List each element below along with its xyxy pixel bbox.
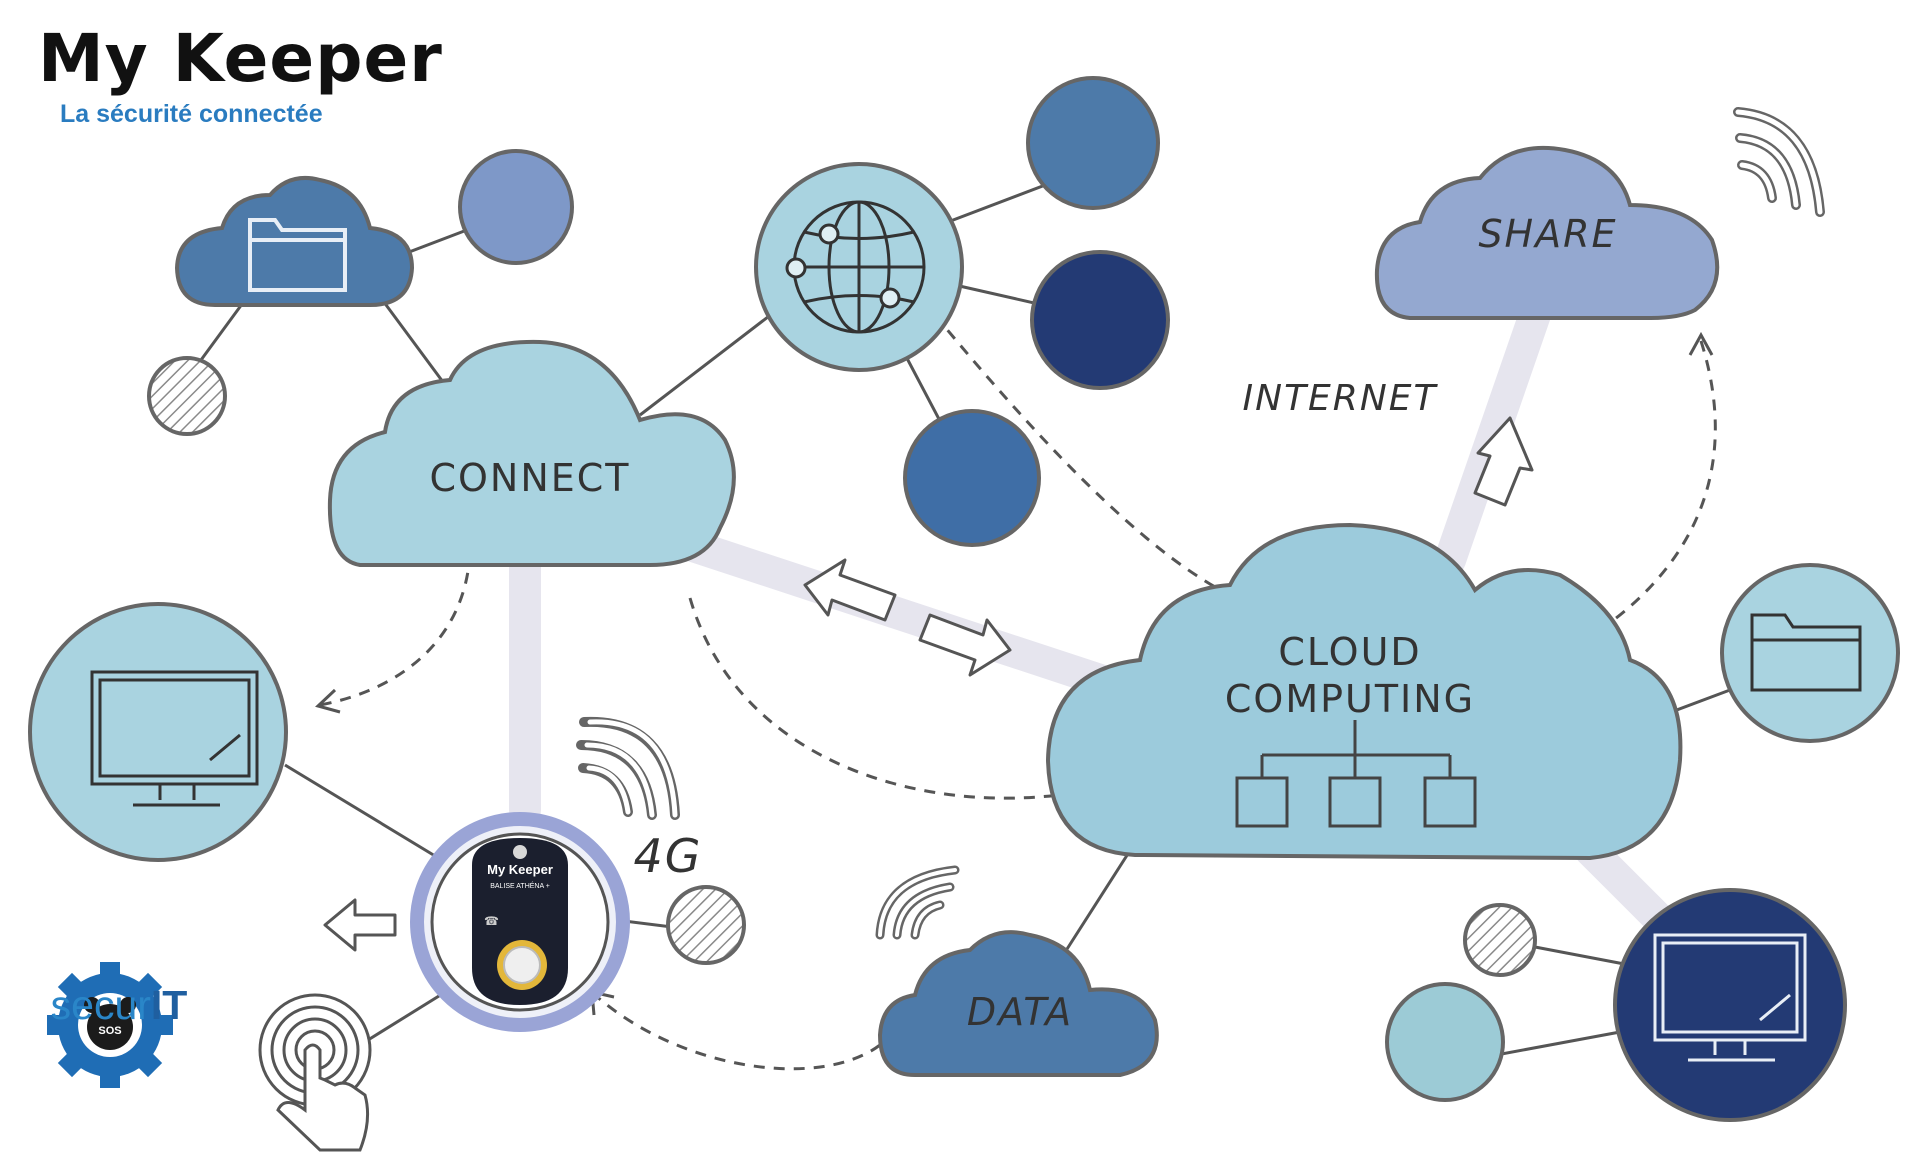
globe-node [754,162,964,372]
device-logo-icon [513,845,527,859]
cloud-computing-line2: COMPUTING [1225,677,1475,721]
device-brand: My Keeper [487,862,553,877]
cloud-computing-line1: CLOUD [1278,630,1421,674]
monitor-node-left [28,602,288,862]
sos-badge: SOS [98,1025,121,1037]
brand-name-suffix: Keeper [172,20,443,97]
folder-cloud [174,175,415,307]
phone-icon: ☎ [484,914,499,928]
monitor-node-right [1613,888,1847,1122]
share-label: SHARE [1478,212,1617,256]
node-circle-navy [1030,250,1170,390]
monitor-icon [90,670,259,807]
device-node[interactable]: My Keeper BALISE ATHÉNA + ☎ [410,812,630,1032]
hierarchy-icon [1235,720,1477,828]
data-cloud: DATA [877,930,1159,1077]
brand-tagline: La sécurité connectée [60,100,323,128]
touch-hand-icon [258,993,372,1152]
internet-label: INTERNET [1243,378,1439,419]
gear-logo-icon: SOS [47,962,173,1088]
node-circle-periwinkle [458,149,574,265]
wifi-signal-icon [576,716,680,820]
data-label: DATA [967,990,1073,1034]
folder-node-right [1720,563,1900,743]
node-circles [147,76,1537,1102]
folder-icon [248,218,347,292]
device-model: BALISE ATHÉNA + [490,881,550,890]
brand-name: My Keeper [38,26,443,92]
network-4g-label: 4G [634,829,703,883]
node-circle-hatched [147,356,227,436]
connect-label: CONNECT [429,456,630,500]
brand-name-prefix: My [38,20,173,97]
cloud-computing: CLOUD COMPUTING [1045,522,1683,861]
arrow-up-icon [1473,416,1534,507]
globe-network-icon [785,200,926,334]
node-circle-teal [1385,982,1505,1102]
securit-text-a: secur [50,982,151,1028]
node-circle-hatched-4g [666,885,746,965]
bidirectional-arrows-icon [803,558,1012,677]
connect-cloud: CONNECT [327,339,736,567]
share-cloud: SHARE [1374,145,1720,320]
node-circle-mid-blue [1026,76,1160,210]
dashed-flows [319,314,1717,1071]
backbone-connectors [509,284,1676,936]
wifi-signal-icon [875,865,960,940]
monitor-icon [1653,933,1807,1062]
node-circle-blue [903,409,1041,547]
wifi-signal-icon [1733,107,1825,217]
node-circle-hatched-right [1463,903,1537,977]
securit-text-b: IT [150,982,188,1028]
folder-icon [1750,613,1862,692]
arrow-left-icon [323,898,397,952]
securit-logo: securIT [34,985,204,1026]
brand-header: My Keeper La sécurité connectée [38,26,443,129]
